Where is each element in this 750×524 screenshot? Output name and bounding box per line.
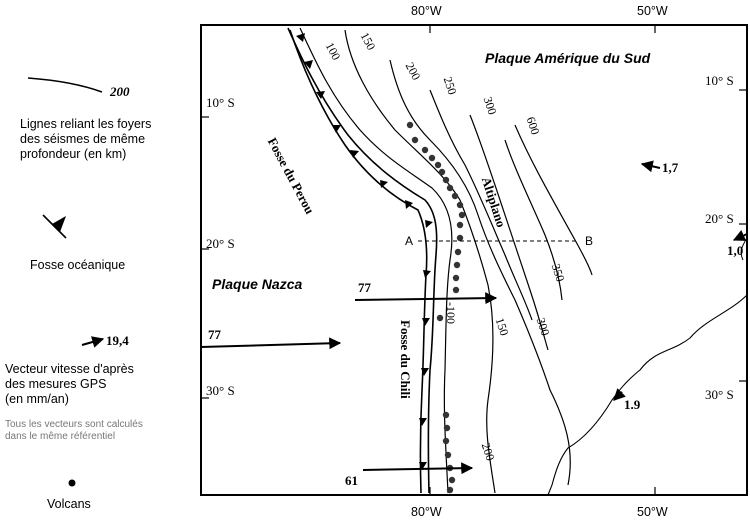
- vector-77-trench: [354, 292, 498, 305]
- legend-vector-line2: des mesures GPS: [5, 377, 107, 391]
- legend-vector-note-line2: dans le même référentiel: [5, 431, 116, 442]
- lon-top-80w: 80°W: [411, 4, 442, 18]
- legend-contour-line1: Lignes reliant les foyers: [20, 117, 152, 131]
- vector-77-ocean: [200, 337, 342, 350]
- trench-triangles: [296, 33, 433, 470]
- legend-contour-text: Lignes reliant les foyers des séismes de…: [20, 117, 151, 162]
- contour-200: [389, 59, 571, 486]
- legend-contour-line2: des séismes de même: [20, 132, 146, 146]
- legend-vector-sample: [81, 336, 105, 348]
- vector-1-7: [640, 160, 661, 173]
- legend-contour-line3: profondeur (en km): [20, 147, 127, 161]
- plate-nazca: Plaque Nazca: [212, 276, 303, 292]
- legend-vector-line3: (en mm/an): [5, 392, 69, 406]
- lat-right-10s: 10° S: [705, 73, 734, 88]
- legend-trench-text: Fosse océanique: [30, 258, 126, 272]
- vector-value-61: 61: [345, 473, 358, 488]
- vector-value-77-trench: 77: [358, 280, 371, 295]
- gps-vectors: [200, 160, 748, 475]
- legend-contour-value: 200: [110, 84, 130, 99]
- section-label-b: B: [585, 234, 594, 248]
- depth-contours: [299, 27, 593, 494]
- legend-vector-note-line1: Tous les vecteurs sont calculés: [5, 419, 143, 430]
- legend-trench-symbol: [42, 214, 67, 239]
- vector-value-1-7: 1,7: [662, 160, 679, 175]
- lat-right-20s: 20° S: [705, 211, 734, 226]
- contour-label-minus100: -100: [444, 302, 458, 324]
- trench-line: [289, 29, 428, 494]
- plate-south-america: Plaque Amérique du Sud: [485, 50, 651, 66]
- west-coastline: [287, 27, 438, 494]
- trench-chile-label: Fosse du Chili: [398, 320, 413, 399]
- vector-1-9: [613, 388, 626, 401]
- vector-61: [362, 462, 474, 475]
- lon-top-50w: 50°W: [637, 4, 668, 18]
- legend-volcano-dot: [68, 479, 76, 487]
- vector-value-1-9: 1.9: [624, 397, 641, 412]
- lon-bottom-50w: 50°W: [637, 505, 668, 519]
- vector-1-0: [732, 230, 748, 241]
- legend-vector-note: Tous les vecteurs sont calculés dans le …: [5, 419, 143, 443]
- lat-left-10s: 10° S: [206, 95, 235, 110]
- contour-250: [429, 89, 533, 321]
- vector-value-1-0: 1,0: [727, 243, 744, 258]
- contour-300: [469, 114, 549, 351]
- graticule-ticks: [201, 25, 747, 495]
- lat-left-20s: 20° S: [206, 236, 235, 251]
- section-label-a: A: [405, 234, 414, 248]
- contour-600: [514, 124, 593, 276]
- contour-100: [299, 27, 453, 494]
- east-coastline: [547, 294, 748, 496]
- lon-bottom-80w: 80°W: [411, 505, 442, 519]
- legend-contour-sample: [27, 77, 103, 93]
- lat-left-30s: 30° S: [206, 383, 235, 398]
- legend-vector-line1: Vecteur vitesse d'après: [5, 362, 134, 376]
- legend-vector-value: 19,4: [106, 333, 129, 348]
- lat-right-30s: 30° S: [705, 387, 734, 402]
- vector-value-77-ocean: 77: [208, 327, 221, 342]
- contour-350: [504, 139, 563, 301]
- map-frame: [200, 24, 748, 496]
- legend-volcano-text: Volcans: [47, 497, 91, 511]
- legend-vector-text: Vecteur vitesse d'après des mesures GPS …: [5, 362, 134, 407]
